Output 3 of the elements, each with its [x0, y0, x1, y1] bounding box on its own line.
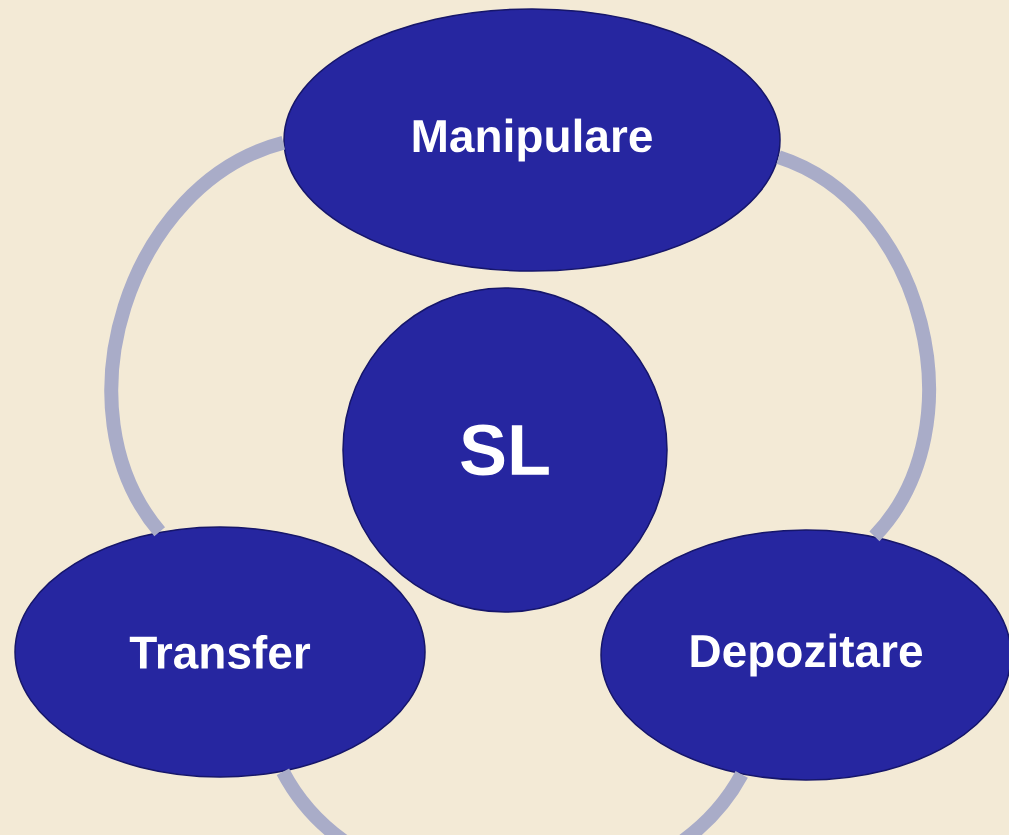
ring-arc: [775, 150, 936, 541]
ring-arc: [104, 136, 286, 536]
ring-arc: [277, 767, 748, 835]
